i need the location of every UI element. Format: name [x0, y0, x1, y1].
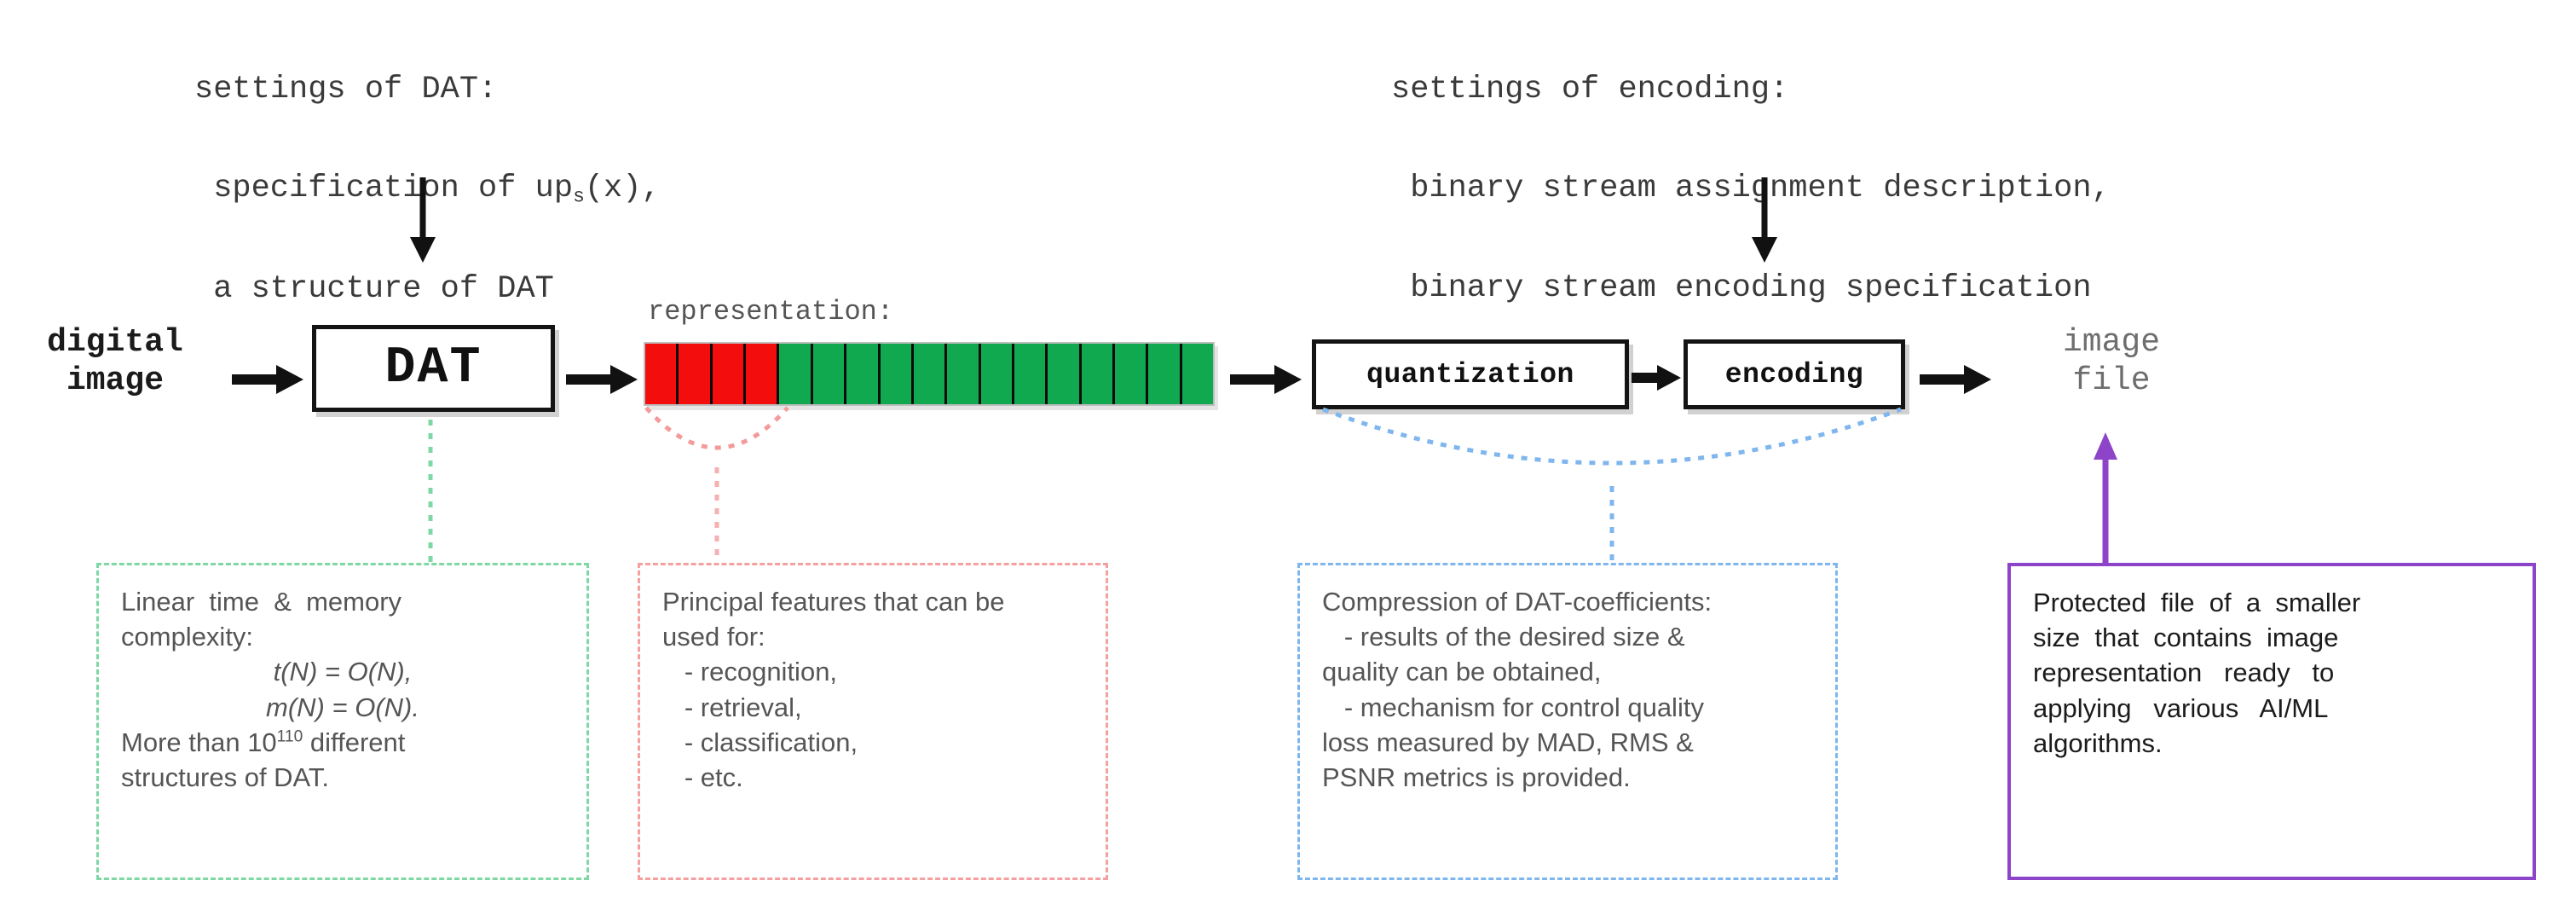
output-callout-line-5: algorithms.	[2033, 727, 2163, 758]
output-callout-line-4: applying various AI/ML	[2033, 692, 2329, 723]
dat-settings-line-2: specification of ups(x),	[213, 171, 661, 208]
output-callout-line-2: size that contains image	[2033, 623, 2339, 653]
dat-callout-line-1: Linear time & memory	[121, 587, 402, 617]
encoding-settings-down-arrow-icon	[1752, 177, 1777, 263]
compression-callout-line-1: Compression of DAT-coefficients:	[1322, 587, 1713, 617]
representation-cell-detail[interactable]	[1115, 344, 1149, 404]
callout-dat-complexity: Linear time & memory complexity: t(N) = …	[96, 563, 589, 880]
input-label: digital image	[47, 324, 183, 399]
representation-callout-item-etc: - etc.	[662, 762, 743, 793]
dat-callout-formula-2: m(N) = O(N).	[266, 692, 419, 722]
representation-cell-detail[interactable]	[1148, 344, 1182, 404]
representation-cell-principal[interactable]	[712, 344, 747, 404]
dat-callout-connector	[428, 420, 433, 566]
output-label: image file	[2062, 324, 2161, 399]
encoding-process-box[interactable]: encoding	[1684, 339, 1905, 409]
representation-callout-item-classification: - classification,	[662, 727, 858, 757]
compression-callout-line-3: quality can be obtained,	[1322, 657, 1602, 687]
quantization-process-box[interactable]: quantization	[1312, 339, 1629, 409]
output-callout-connector-arrow-icon	[2094, 432, 2117, 567]
flow-arrow-quantization-to-encoding-icon	[1632, 365, 1681, 391]
representation-cell-detail[interactable]	[913, 344, 948, 404]
dat-callout-structures-line-2: structures of DAT.	[121, 762, 330, 793]
representation-callout-item-retrieval: - retrieval,	[662, 692, 802, 722]
representation-cell-detail[interactable]	[880, 344, 914, 404]
encoding-settings-annotation: settings of encoding: binary stream assi…	[1391, 7, 2111, 371]
dat-settings-annotation: settings of DAT: specification of ups(x)…	[194, 7, 661, 373]
flow-arrow-encoding-to-output-icon	[1920, 365, 1991, 394]
callout-compression: Compression of DAT-coefficients: - resul…	[1297, 563, 1838, 880]
representation-callout-line-1: Principal features that can be	[662, 587, 1005, 617]
callout-output-file: Protected file of a smaller size that co…	[2007, 563, 2536, 880]
representation-cell-principal[interactable]	[645, 344, 679, 404]
output-callout-line-1: Protected file of a smaller	[2033, 588, 2361, 617]
dat-callout-exponent: 110	[276, 727, 303, 746]
compression-callout-line-6: PSNR metrics is provided.	[1322, 762, 1631, 793]
compression-callout-line-4: - mechanism for control quality	[1322, 692, 1704, 722]
encoding-settings-line-2: binary stream assignment description,	[1410, 171, 2111, 207]
representation-cell-detail[interactable]	[846, 344, 881, 404]
compression-callout-connector	[1322, 407, 1902, 568]
output-callout-line-3: representation ready to	[2033, 657, 2335, 688]
encoding-settings-line-1: settings of encoding:	[1391, 71, 1789, 107]
flow-arrow-input-to-dat-icon	[232, 365, 303, 394]
representation-cell-principal[interactable]	[746, 344, 780, 404]
compression-callout-line-2: - results of the desired size &	[1322, 622, 1685, 652]
dat-settings-line-1: settings of DAT:	[194, 71, 498, 107]
representation-cell-principal[interactable]	[679, 344, 713, 404]
representation-callout-line-2: used for:	[662, 622, 765, 652]
flow-arrow-representation-to-quantization-icon	[1230, 365, 1302, 394]
dat-callout-formula-1: t(N) = O(N),	[273, 657, 413, 687]
representation-callout-item-recognition: - recognition,	[662, 657, 838, 687]
dat-settings-down-arrow-icon	[410, 177, 436, 263]
representation-cell-detail[interactable]	[812, 344, 847, 404]
representation-cell-detail[interactable]	[779, 344, 813, 404]
dat-settings-subscript: s	[573, 185, 585, 208]
representation-cell-detail[interactable]	[980, 344, 1014, 404]
dat-callout-line-2: complexity:	[121, 622, 254, 652]
callout-representation-features: Principal features that can be used for:…	[638, 563, 1108, 880]
representation-callout-connector	[644, 406, 789, 568]
flow-arrow-dat-to-representation-icon	[566, 365, 638, 394]
representation-label: representation:	[648, 296, 894, 327]
representation-cell-detail[interactable]	[1048, 344, 1082, 404]
representation-cell-detail[interactable]	[1081, 344, 1116, 404]
encoding-settings-line-3: binary stream encoding specification	[1410, 269, 2092, 306]
dat-process-box[interactable]: DAT	[312, 325, 555, 412]
representation-cell-detail[interactable]	[1014, 344, 1048, 404]
dat-callout-structures-line: More than 10110 different	[121, 727, 406, 757]
representation-bar[interactable]	[644, 342, 1215, 406]
representation-cell-detail[interactable]	[1181, 344, 1214, 404]
representation-cell-detail[interactable]	[947, 344, 981, 404]
dat-settings-line-3: a structure of DAT	[213, 271, 554, 308]
compression-callout-line-5: loss measured by MAD, RMS &	[1322, 727, 1694, 757]
